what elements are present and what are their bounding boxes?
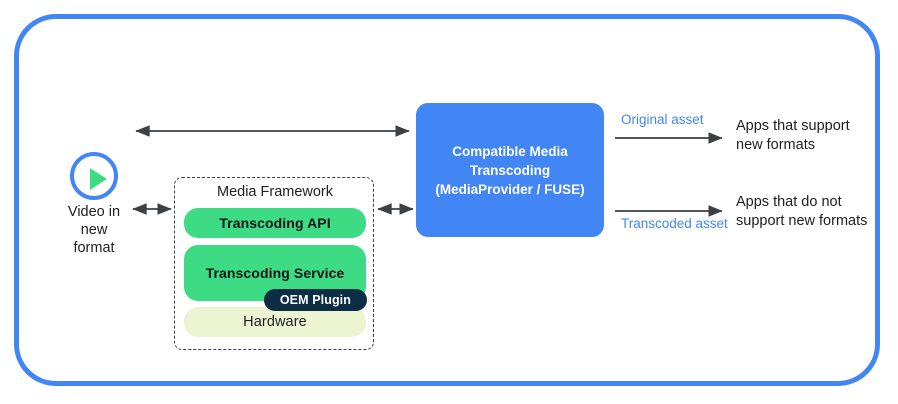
video-source-line-3: format xyxy=(73,240,115,256)
video-source-label: Video in new format xyxy=(44,203,144,257)
apps-support-new-formats: Apps that support new formats xyxy=(736,117,850,155)
media-framework-stack: Transcoding API Transcoding Service OEM … xyxy=(184,208,367,337)
play-triangle-icon xyxy=(90,168,107,190)
compatible-media-transcoding-label: Compatible Media Transcoding (MediaProvi… xyxy=(427,142,592,199)
transcoding-service-layer[interactable]: Transcoding Service OEM Plugin xyxy=(184,245,367,311)
apps-no-support-new-formats: Apps that do not support new formats xyxy=(736,193,867,231)
cmt-line-3: (MediaProvider / FUSE) xyxy=(435,181,585,197)
compatible-media-transcoding-box[interactable]: Compatible Media Transcoding (MediaProvi… xyxy=(416,103,604,237)
oem-plugin-badge[interactable]: OEM Plugin xyxy=(263,289,367,311)
apps-no-support-line-1: Apps that do not xyxy=(736,194,842,210)
original-asset-label: Original asset xyxy=(621,112,704,127)
video-source-line-1: Video in xyxy=(67,204,121,220)
transcoding-service-label: Transcoding Service xyxy=(205,265,345,281)
cmt-line-1: Compatible Media xyxy=(452,143,568,159)
cmt-line-2: Transcoding xyxy=(469,162,551,178)
apps-support-line-2: new formats xyxy=(736,137,815,153)
apps-no-support-line-2: support new formats xyxy=(736,213,868,229)
play-circle-icon xyxy=(70,152,118,200)
media-framework-group: Media Framework Transcoding API Transcod… xyxy=(174,177,374,350)
transcoding-api-layer[interactable]: Transcoding API xyxy=(184,208,366,238)
apps-support-line-1: Apps that support xyxy=(736,118,850,134)
transcoded-asset-label: Transcoded asset xyxy=(621,216,728,231)
hardware-layer[interactable]: Hardware xyxy=(184,307,366,337)
media-framework-title: Media Framework xyxy=(216,184,334,200)
video-source-line-2: new xyxy=(80,222,108,238)
